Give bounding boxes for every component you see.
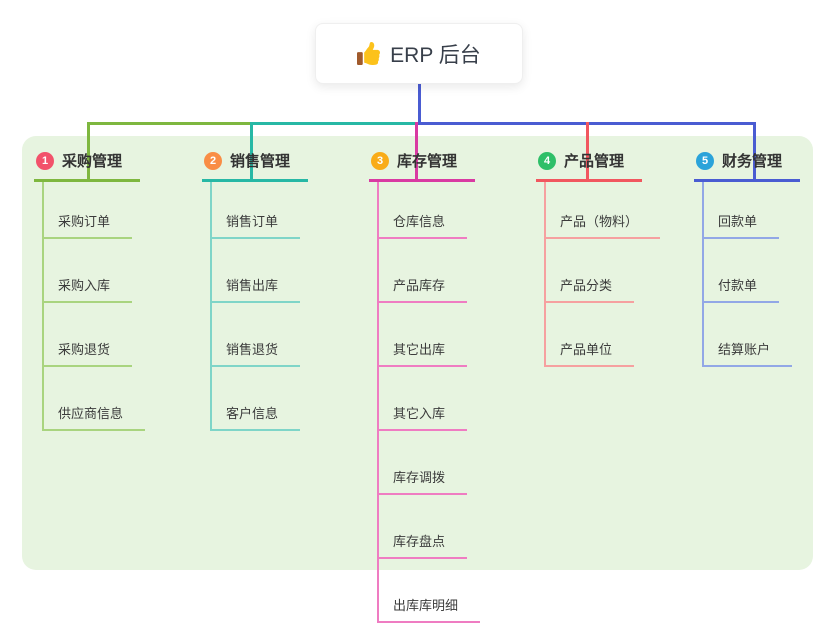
child-node[interactable]: 库存调拨 [379, 431, 468, 495]
branch-stub-5 [753, 122, 756, 179]
branch-column-product: 4 产品管理 产品（物料）产品分类产品单位 [536, 150, 661, 367]
branch-badge: 3 [371, 151, 389, 170]
branch-badge: 1 [36, 151, 54, 170]
branch-stub-1 [87, 122, 90, 179]
child-node[interactable]: 产品库存 [379, 239, 468, 303]
branch-children: 采购订单采购入库采购退货供应商信息 [42, 182, 146, 431]
child-node[interactable]: 其它出库 [379, 303, 468, 367]
branch-title: 财务管理 [722, 153, 783, 170]
child-node[interactable]: 仓库信息 [379, 182, 468, 239]
child-node[interactable]: 其它入库 [379, 367, 468, 431]
branch-badge: 4 [538, 151, 556, 170]
branch-stub-2 [250, 122, 253, 179]
bus-segment-1 [87, 122, 253, 125]
child-node[interactable]: 回款单 [704, 182, 780, 239]
branch-title: 产品管理 [564, 153, 625, 170]
branch-badge: 5 [696, 151, 714, 170]
child-node[interactable]: 付款单 [704, 239, 780, 303]
child-node[interactable]: 结算账户 [704, 303, 793, 367]
branch-header-finance[interactable]: 5 财务管理 [694, 150, 800, 182]
branch-column-finance: 5 财务管理 回款单付款单结算账户 [694, 150, 800, 367]
branch-header-purchase[interactable]: 1 采购管理 [34, 150, 140, 182]
bus-segment-2 [250, 122, 418, 125]
child-node[interactable]: 客户信息 [212, 367, 301, 431]
branch-column-sales: 2 销售管理 销售订单销售出库销售退货客户信息 [202, 150, 308, 431]
branch-stub-4 [586, 122, 589, 179]
branch-header-sales[interactable]: 2 销售管理 [202, 150, 308, 182]
branch-column-inventory: 3 库存管理 仓库信息产品库存其它出库其它入库库存调拨库存盘点出库库明细 [369, 150, 481, 623]
child-node[interactable]: 销售退货 [212, 303, 301, 367]
child-node[interactable]: 出库库明细 [379, 559, 481, 623]
branch-stub-3 [415, 122, 418, 179]
child-node[interactable]: 供应商信息 [44, 367, 146, 431]
branch-title: 采购管理 [62, 153, 123, 170]
root-node[interactable]: ERP 后台 [315, 23, 523, 84]
mindmap-panel [22, 136, 813, 570]
branch-title: 销售管理 [230, 153, 291, 170]
child-node[interactable]: 采购退货 [44, 303, 133, 367]
child-node[interactable]: 销售订单 [212, 182, 301, 239]
branch-header-product[interactable]: 4 产品管理 [536, 150, 642, 182]
child-node[interactable]: 采购入库 [44, 239, 133, 303]
branch-children: 仓库信息产品库存其它出库其它入库库存调拨库存盘点出库库明细 [377, 182, 481, 623]
root-title: ERP 后台 [390, 43, 481, 67]
branch-title: 库存管理 [397, 153, 458, 170]
child-node[interactable]: 采购订单 [44, 182, 133, 239]
child-node[interactable]: 产品分类 [546, 239, 635, 303]
root-stem-line [418, 82, 421, 123]
child-node[interactable]: 产品单位 [546, 303, 635, 367]
child-node[interactable]: 销售出库 [212, 239, 301, 303]
branch-children: 回款单付款单结算账户 [702, 182, 800, 367]
branch-header-inventory[interactable]: 3 库存管理 [369, 150, 475, 182]
branch-badge: 2 [204, 151, 222, 170]
branch-column-purchase: 1 采购管理 采购订单采购入库采购退货供应商信息 [34, 150, 146, 431]
branch-children: 销售订单销售出库销售退货客户信息 [210, 182, 308, 431]
thumbs-up-icon [357, 42, 381, 65]
child-node[interactable]: 库存盘点 [379, 495, 468, 559]
child-node[interactable]: 产品（物料） [546, 182, 661, 239]
branch-children: 产品（物料）产品分类产品单位 [544, 182, 661, 367]
